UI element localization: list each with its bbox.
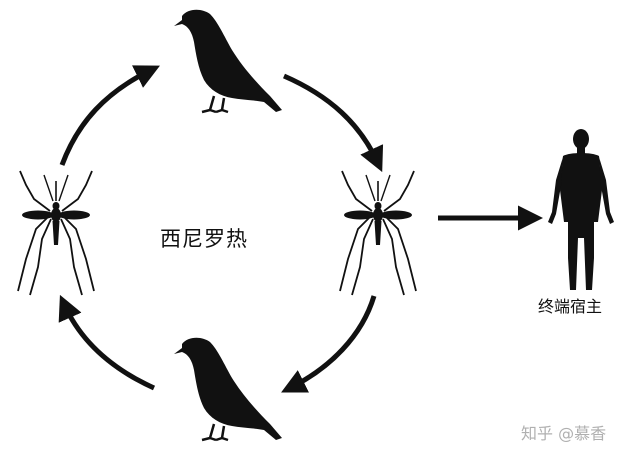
human-icon <box>548 129 614 290</box>
mosquito-icon <box>17 170 95 296</box>
bird-icon <box>172 8 284 114</box>
watermark: 知乎 @慕香 <box>521 424 607 443</box>
bird-icon <box>172 336 284 442</box>
dead-end-host-label: 终端宿主 <box>538 297 603 316</box>
disease-name-label: 西尼罗热 <box>160 227 248 251</box>
arrow-bird-top-to-mosquito <box>283 73 384 173</box>
arrow-mosquito-to-bird-bottom <box>281 295 377 393</box>
arrow-bird-bottom-to-mosquito <box>58 294 156 391</box>
mosquito-icon <box>339 170 417 296</box>
arrow-mosquito-to-bird-top <box>59 65 160 166</box>
